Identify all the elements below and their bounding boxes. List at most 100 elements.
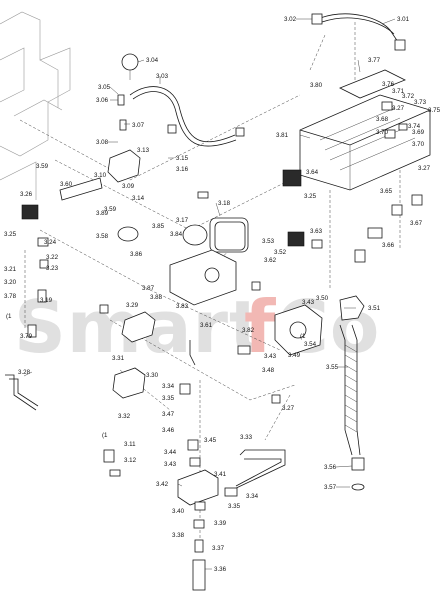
watermark: Smart f Co: [14, 285, 379, 369]
pipe-3-28: [5, 374, 37, 411]
callout-3-33: 3.33: [240, 434, 253, 441]
small-fittings: [27, 94, 423, 529]
callout-3-87: 3.87: [142, 285, 155, 292]
callout-3-55: 3.55: [326, 364, 339, 371]
callout-3-76: 3.76: [382, 81, 395, 88]
callout-3-08: 3.08: [96, 139, 109, 146]
coil-3-22: [21, 204, 39, 220]
callout-3-45: 3.45: [204, 437, 217, 444]
callout-3-10: 3.10: [94, 172, 107, 179]
pipe-3-33: [231, 449, 286, 491]
callout-3-06: 3.06: [96, 97, 109, 104]
fitting-3-36: [192, 559, 206, 591]
bracket-mark-1: (1: [6, 313, 12, 320]
pipes: [5, 13, 399, 491]
callout-3-27c: 3.27: [418, 165, 431, 172]
hose-3-01: [319, 13, 399, 43]
callout-3-31: 3.31: [112, 355, 125, 362]
callout-3-69: 3.69: [412, 129, 425, 136]
callout-3-29: 3.29: [126, 302, 139, 309]
bracket-3-80: [339, 69, 406, 99]
pump-body-3-83: [169, 249, 237, 306]
callout-3-82: 3.82: [242, 327, 255, 334]
callout-3-80: 3.80: [310, 82, 323, 89]
callout-3-59: 3.59: [36, 163, 49, 170]
callout-3-02: 3.02: [284, 16, 297, 23]
callout-3-07: 3.07: [132, 122, 145, 129]
callout-3-28: 3.28: [18, 369, 31, 376]
bracket-mark-3: (1: [300, 333, 306, 340]
callout-3-47: 3.47: [162, 411, 175, 418]
callout-3-49: 3.49: [288, 352, 301, 359]
callout-3-12: 3.12: [124, 457, 137, 464]
coil-3-64: [282, 169, 302, 187]
gauge-3-04: [121, 53, 139, 71]
callout-3-38: 3.38: [172, 532, 185, 539]
callout-3-04: 3.04: [146, 57, 159, 64]
callout-3-75: 3.75: [428, 107, 441, 114]
callout-3-15: 3.15: [176, 155, 189, 162]
callout-3-86: 3.86: [130, 251, 143, 258]
callout-labels: 3.01 3.02 3.03 3.04 3.05 3.06 3.07 3.08 …: [4, 16, 441, 573]
callout-3-27: 3.27: [282, 405, 295, 412]
pipe-3-61: [189, 340, 196, 366]
callout-3-23: 3.23: [46, 265, 59, 272]
hose-3-03: [129, 86, 236, 143]
callout-3-70b: 3.70: [376, 129, 389, 136]
callout-3-81: 3.81: [276, 132, 289, 139]
callout-3-79: 3.79: [20, 333, 33, 340]
bracket-mark-2: (1: [102, 432, 108, 439]
callout-3-21: 3.21: [4, 266, 17, 273]
callout-3-74: 3.74: [408, 123, 421, 130]
callout-3-35: 3.35: [162, 395, 175, 402]
callout-3-41: 3.41: [214, 471, 227, 478]
valve-3-30: [112, 367, 146, 399]
callout-3-43b: 3.43: [264, 353, 277, 360]
callout-3-58: 3.58: [96, 233, 109, 240]
callout-3-27b: 3.27: [392, 105, 405, 112]
callout-3-05: 3.05: [98, 84, 111, 91]
callout-3-11: 3.11: [124, 441, 136, 448]
callout-3-52: 3.52: [274, 249, 287, 256]
coupling-3-02: [311, 13, 323, 25]
callout-3-50: 3.50: [316, 295, 329, 302]
callout-3-17: 3.17: [176, 217, 189, 224]
callout-3-42: 3.42: [156, 481, 169, 488]
callout-3-24: 3.24: [44, 239, 57, 246]
leader-lines: [23, 18, 396, 570]
callout-3-44: 3.44: [164, 449, 177, 456]
callout-3-37: 3.37: [212, 545, 225, 552]
callout-3-22: 3.22: [46, 254, 59, 261]
callout-3-73: 3.73: [414, 99, 427, 106]
callout-3-88: 3.88: [150, 294, 163, 301]
callout-3-43c: 3.43: [302, 299, 315, 306]
callout-3-68: 3.68: [376, 116, 389, 123]
callout-3-14: 3.14: [132, 195, 145, 202]
callout-3-60: 3.60: [60, 181, 73, 188]
rotor-3-89: [117, 226, 139, 242]
callout-3-25b: 3.25: [304, 193, 317, 200]
callout-3-89: 3.89: [96, 210, 109, 217]
callout-3-77: 3.77: [368, 57, 381, 64]
callout-3-57: 3.57: [324, 484, 337, 491]
callout-3-30: 3.30: [146, 372, 159, 379]
callout-3-71: 3.71: [392, 88, 405, 95]
callout-3-19: 3.19: [40, 297, 53, 304]
callout-3-67: 3.67: [410, 220, 423, 227]
callout-3-03: 3.03: [156, 73, 169, 80]
callout-3-01: 3.01: [397, 16, 410, 23]
flowmeter-3-42: [177, 469, 219, 506]
watermark-text-accent: f: [244, 285, 276, 369]
callout-3-78: 3.78: [4, 293, 17, 300]
parts: [21, 13, 431, 591]
callout-3-34b: 3.34: [246, 493, 259, 500]
callout-3-62: 3.62: [264, 257, 277, 264]
callout-3-16: 3.16: [176, 166, 189, 173]
callout-3-59b: 3.59: [104, 206, 117, 213]
callout-3-40: 3.40: [172, 508, 185, 515]
callout-3-48: 3.48: [262, 367, 275, 374]
braided-hose-3-55: [344, 344, 358, 433]
callout-3-72: 3.72: [402, 93, 415, 100]
callout-3-64: 3.64: [306, 169, 319, 176]
callout-3-53: 3.53: [262, 238, 275, 245]
